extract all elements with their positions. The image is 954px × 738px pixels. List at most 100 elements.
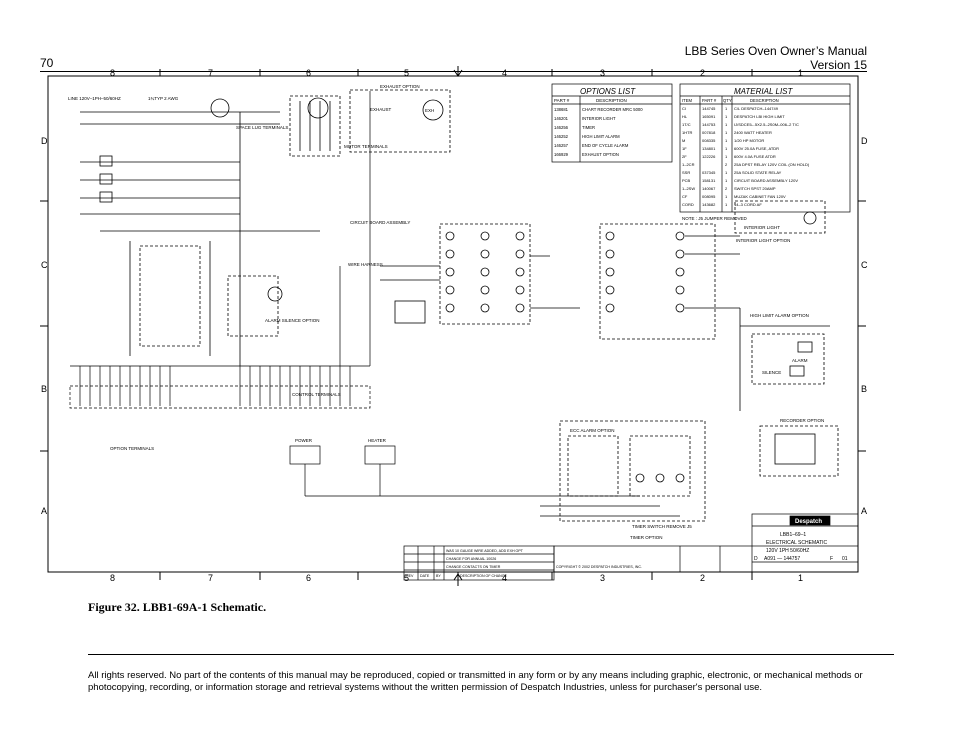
- col-label-6-bottom: 6: [306, 573, 311, 583]
- recorder-option-label: RECORDER OPTION: [780, 418, 824, 423]
- mat-qty-7: 1: [725, 154, 728, 159]
- manual-title: LBB Series Oven Owner’s Manual: [684, 44, 867, 58]
- options-list: OPTIONS LIST PART # DESCRIPTION 138681 C…: [554, 87, 643, 157]
- timer-option-label: TIMER OPTION: [630, 535, 663, 540]
- material-list: MATERIAL LIST ITEM PART # QTY DESCRIPTIO…: [682, 87, 810, 207]
- mat-qty-12: 1: [725, 194, 728, 199]
- row-label-c-right: C: [861, 260, 868, 270]
- mat-qty-11: 2: [725, 186, 728, 191]
- mat-desc-9: 25A SOLID STATE RELAY: [734, 170, 782, 175]
- row-label-a-right: A: [861, 506, 867, 516]
- col-label-1-bottom: 1: [798, 573, 803, 583]
- row-label-c: C: [41, 260, 48, 270]
- option-desc-1: CHART RECORDER MRC 5000: [582, 107, 643, 112]
- options-list-title: OPTIONS LIST: [580, 87, 636, 96]
- mat-part-6: 134801: [702, 146, 716, 151]
- mat-desc-8: 25A DPST RELAY 120V COIL (ON HOLD): [734, 162, 810, 167]
- material-list-title: MATERIAL LIST: [734, 87, 794, 96]
- wire-gauge-label: 1¾TYP 2 AWG: [148, 96, 179, 101]
- mat-item-13: CORD: [682, 202, 694, 207]
- option-desc-4: HIGH LIMIT ALARM: [582, 134, 620, 139]
- row-label-d-right: D: [861, 136, 868, 146]
- interior-light-label: INTERIOR LIGHT: [744, 225, 780, 230]
- mat-item-10: PCB: [682, 178, 691, 183]
- col-label-2-bottom: 2: [700, 573, 705, 583]
- exhaust-option-label: EXHAUST OPTION: [380, 84, 420, 89]
- col-label-7-bottom: 7: [208, 573, 213, 583]
- option-part-6: 166929: [554, 152, 569, 157]
- circuit-board-label: CIRCUIT BOARD ASSEMBLY: [350, 220, 410, 225]
- mat-part-2: 165091: [702, 114, 716, 119]
- option-part-2: 146201: [554, 116, 569, 121]
- revision-2: CHANGE FOR ANNUAL 10026: [446, 557, 496, 561]
- mat-item-9: SSR: [682, 170, 690, 175]
- col-label-3: 3: [600, 68, 605, 78]
- heater-label: HEATER: [368, 438, 387, 443]
- rev-header-desc: DESCRIPTION OF CHANGE: [460, 574, 508, 578]
- control-terminals-label: CONTROL TERMINALS: [292, 392, 341, 397]
- mat-item-1: CI: [682, 106, 686, 111]
- high-limit-alarm-option-label: HIGH LIMIT ALARM OPTION: [750, 313, 809, 318]
- col-label-3-bottom: 3: [600, 573, 605, 583]
- wire-harness-label: WIRE HARNESS: [348, 262, 383, 267]
- mat-item-11: 1–2SW: [682, 186, 695, 191]
- mat-qty-3: 1: [725, 122, 728, 127]
- mat-desc-5: 1/20 HP MOTOR: [734, 138, 764, 143]
- manual-version: Version 15: [810, 58, 867, 72]
- drawing-size: D: [754, 556, 758, 562]
- schematic-annotations: LINE 120V–1PH–50/60HZ 1¾TYP 2 AWG EXHAUS…: [68, 84, 824, 540]
- note-label: NOTE : J5 JUMPER REMOVED: [682, 216, 748, 221]
- drawing-title: LBB1–69–1: [780, 532, 806, 538]
- mat-part-12: 008095: [702, 194, 716, 199]
- options-list-table: [551, 83, 673, 163]
- ecc-alarm-option-label: ECC ALARM OPTION: [570, 428, 615, 433]
- option-part-5: 146257: [554, 143, 569, 148]
- power-label: POWER: [295, 438, 313, 443]
- center-arrow-top: [453, 66, 463, 77]
- mat-desc-4: 2400 WATT HEATER: [734, 130, 772, 135]
- mat-desc-13: 14–3 CORD AF: [734, 202, 762, 207]
- revision-3: CHANGE CONTACTS ON TIMER: [446, 565, 501, 569]
- mat-qty-10: 1: [725, 178, 728, 183]
- col-label-5: 5: [404, 68, 409, 78]
- mat-item-3: 1T/C: [682, 122, 691, 127]
- footer-rule: [88, 654, 894, 655]
- mat-qty-4: 1: [725, 130, 728, 135]
- rev-header-date: DATE: [420, 574, 430, 578]
- mat-item-6: 1F: [682, 146, 687, 151]
- mat-part-5: 008335: [702, 138, 716, 143]
- row-label-b: B: [41, 384, 47, 394]
- mat-desc-1: C/L DESPATCH–144749: [734, 106, 779, 111]
- drawing-number: A091 — 144757: [764, 556, 800, 562]
- material-header-desc: DESCRIPTION: [750, 98, 779, 103]
- mat-desc-6: 600V 25.0A FUSE, ATDR: [734, 146, 779, 151]
- material-header-part: PART #: [702, 98, 717, 103]
- header-rule: [40, 71, 867, 72]
- revision-1: WAS 10 GAUGE WIRE ADDED, ADD EXH OPT: [446, 549, 524, 553]
- col-label-5-bottom: 5: [404, 573, 409, 583]
- col-label-4: 4: [502, 68, 507, 78]
- schematic-drawing: 8 7 6 5 4 3 2 1 8 7 6 5 4 3 2 1 D C B A …: [40, 66, 868, 586]
- material-header-qty: QTY: [723, 98, 732, 103]
- mat-part-4: 007818: [702, 130, 716, 135]
- timer-switch-label: TIMER SWITCH REMOVE J5: [632, 524, 692, 529]
- line-supply-label: LINE 120V–1PH–50/60HZ: [68, 96, 121, 101]
- mat-qty-8: 2: [725, 162, 728, 167]
- title-block-text: Despatch LBB1–69–1 ELECTRICAL SCHEMATIC …: [556, 519, 848, 569]
- option-desc-2: INTERIOR LIGHT: [582, 116, 616, 121]
- drawing-rev: F: [830, 556, 833, 562]
- row-label-b-right: B: [861, 384, 867, 394]
- material-list-table: [679, 83, 851, 213]
- mat-part-7: 122226: [702, 154, 716, 159]
- mat-part-11: 140067: [702, 186, 716, 191]
- mat-desc-11: SWITCH SPST 20AMP: [734, 186, 776, 191]
- option-part-1: 138681: [554, 107, 569, 112]
- mat-qty-6: 1: [725, 146, 728, 151]
- option-part-3: 146256: [554, 125, 569, 130]
- interior-light-option-label: INTERIOR LIGHT OPTION: [736, 238, 790, 243]
- border-labels: 8 7 6 5 4 3 2 1 8 7 6 5 4 3 2 1 D C B A …: [41, 68, 868, 583]
- mat-item-2: HL: [682, 114, 688, 119]
- mat-part-13: 143682: [702, 202, 716, 207]
- option-desc-6: EXHAUST OPTION: [582, 152, 619, 157]
- mat-part-1: 144745: [702, 106, 716, 111]
